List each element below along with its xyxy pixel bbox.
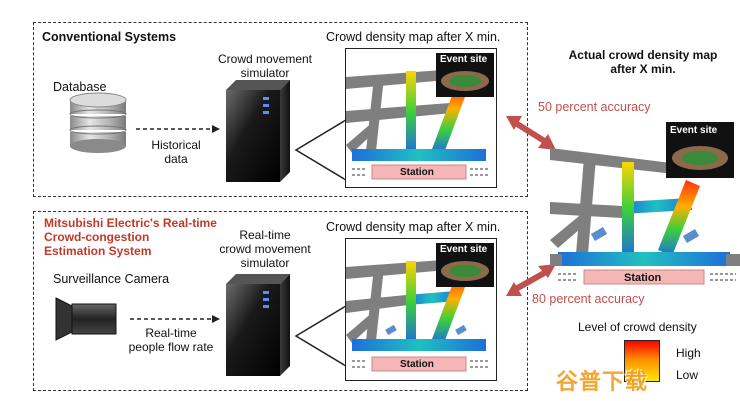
accuracy-top-label: 50 percent accuracy bbox=[538, 100, 651, 114]
top-density-map: Event site Station bbox=[345, 48, 497, 188]
actual-map-title: Actual crowd density map after X min. bbox=[568, 48, 718, 76]
bottom-simulator-label: Real-time crowd movement simulator bbox=[219, 228, 311, 270]
database-label: Database bbox=[53, 80, 107, 94]
bottom-density-map: Event site Station bbox=[345, 238, 497, 381]
mitsubishi-system-title: Mitsubishi Electric's Real-time Crowd-co… bbox=[44, 216, 217, 258]
legend-low-label: Low bbox=[676, 368, 699, 382]
accuracy-bottom-label: 80 percent accuracy bbox=[532, 292, 645, 306]
watermark-logo: 谷普下载 bbox=[556, 370, 649, 395]
bottom-event-site-label: Event site bbox=[440, 244, 488, 255]
top-event-site-label: Event site bbox=[440, 54, 488, 65]
legend-title: Level of crowd density bbox=[578, 320, 697, 334]
actual-event-site-label: Event site bbox=[670, 125, 718, 136]
actual-station-label: Station bbox=[624, 272, 662, 284]
mitsubishi-system-panel bbox=[33, 211, 528, 391]
legend-high-label: High bbox=[676, 346, 701, 360]
density-legend-gradient bbox=[624, 340, 660, 382]
top-map-title: Crowd density map after X min. bbox=[326, 30, 501, 44]
top-simulator-label: Crowd movement simulator bbox=[217, 52, 313, 80]
bottom-map-title: Crowd density map after X min. bbox=[326, 220, 501, 234]
people-flow-label: Real-time people flow rate bbox=[128, 326, 214, 354]
historical-data-label: Historical data bbox=[151, 138, 201, 166]
conventional-systems-panel bbox=[33, 22, 528, 197]
actual-density-map: Event site Station bbox=[550, 118, 740, 293]
conventional-systems-title: Conventional Systems bbox=[42, 30, 177, 44]
bottom-station-label: Station bbox=[400, 359, 434, 370]
top-station-label: Station bbox=[400, 167, 434, 178]
surveillance-camera-label: Surveillance Camera bbox=[53, 272, 170, 286]
